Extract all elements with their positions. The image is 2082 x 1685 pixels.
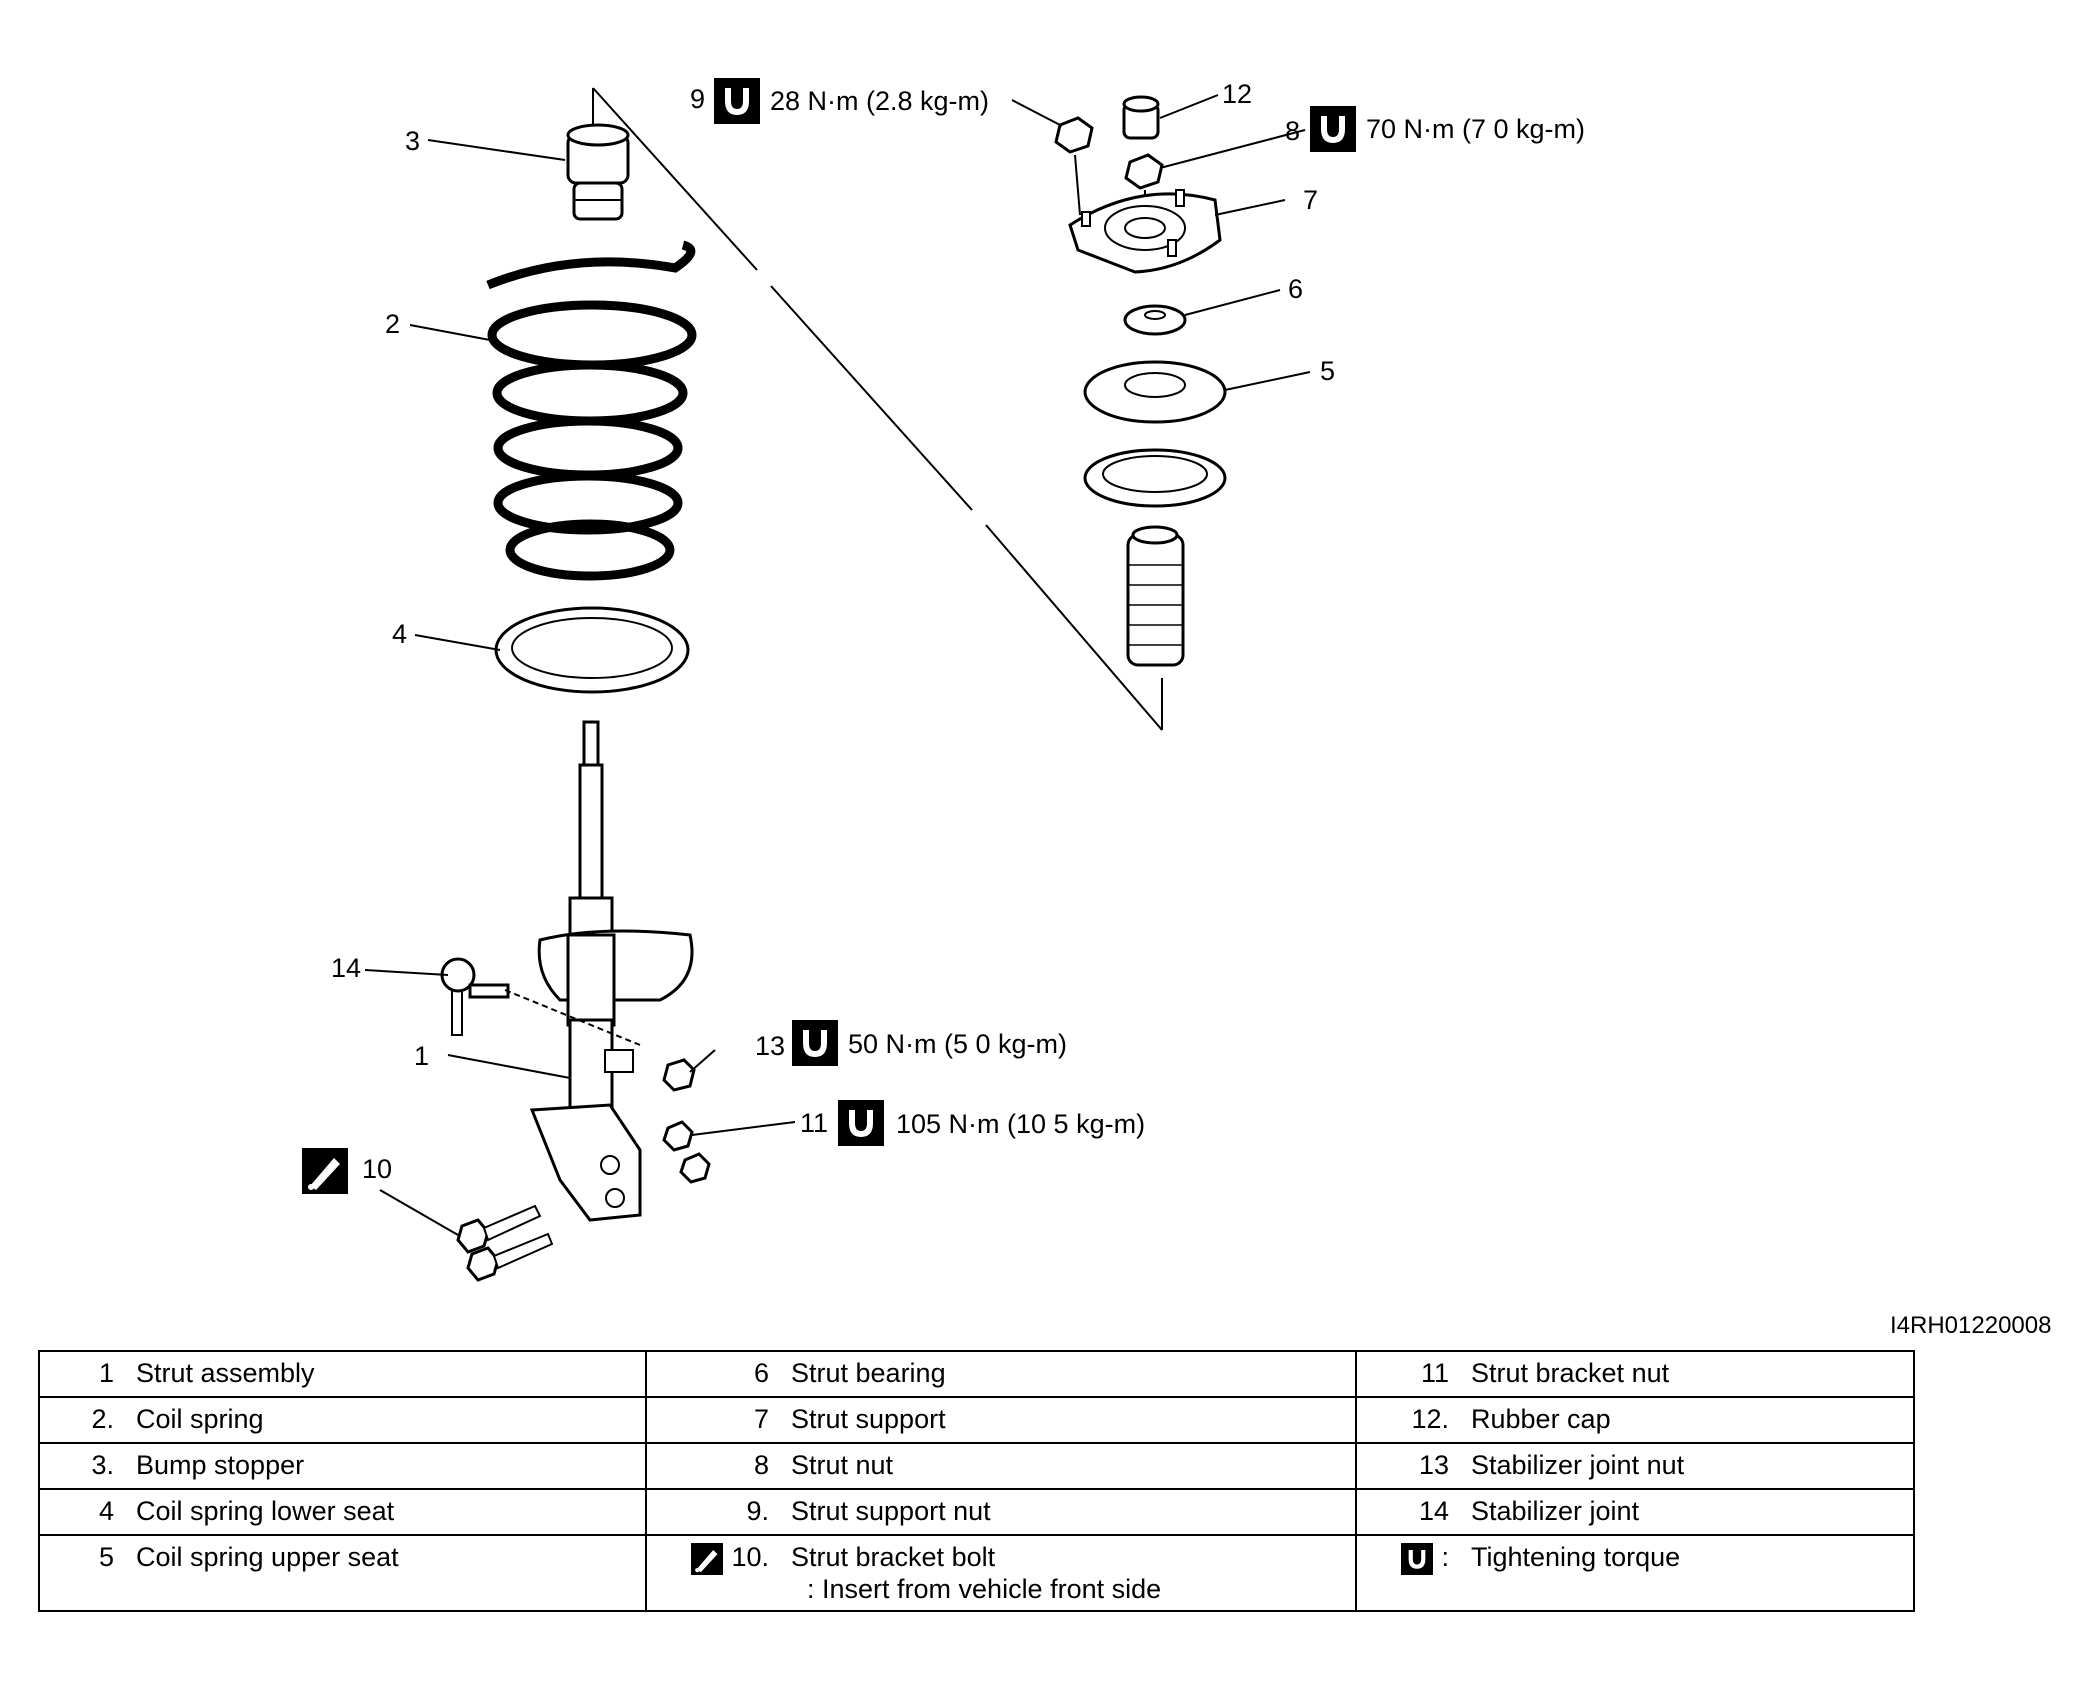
legend-num: 2. bbox=[91, 1404, 114, 1434]
legend-label: Strut support nut bbox=[791, 1496, 991, 1526]
table-row: 3. Bump stopper 8 Strut nut 13 Stabilizer j… bbox=[38, 1442, 1915, 1490]
table-row: 2. Coil spring 7 Strut support 12. Rubber c… bbox=[38, 1396, 1915, 1444]
legend-num-text: 10. bbox=[731, 1542, 769, 1572]
legend-num: 12. bbox=[1411, 1404, 1449, 1434]
table-row: 4 Coil spring lower seat 9. Strut support … bbox=[38, 1488, 1915, 1536]
legend-label: Stabilizer joint bbox=[1471, 1496, 1640, 1526]
torque-wrench-icon bbox=[1310, 106, 1356, 152]
legend-num: : bbox=[1357, 1541, 1471, 1575]
legend-num: 7 bbox=[753, 1404, 769, 1434]
leader-lines bbox=[364, 94, 1311, 1236]
legend-num: 8 bbox=[753, 1450, 769, 1480]
stabilizer-joint-part bbox=[440, 957, 641, 1046]
legend-label: Strut nut bbox=[791, 1450, 894, 1480]
legend-label: Strut assembly bbox=[136, 1358, 315, 1388]
coil-spring-upper-seat-part bbox=[1083, 360, 1227, 508]
insert-direction-icon bbox=[691, 1542, 724, 1575]
callout-3: 3 bbox=[405, 126, 420, 156]
callout-5: 5 bbox=[1320, 356, 1335, 386]
strut-bracket-bolt-part bbox=[456, 1204, 554, 1282]
callout-1: 1 bbox=[414, 1041, 429, 1071]
table-row: 1 Strut assembly 6 Strut bearing 11 Strut b… bbox=[38, 1350, 1915, 1398]
exploded-view-line bbox=[592, 87, 1163, 731]
callout-2: 2 bbox=[385, 309, 400, 339]
coil-spring-lower-seat-part bbox=[494, 606, 690, 694]
stabilizer-joint-nut-part bbox=[662, 1058, 696, 1092]
legend-label: Coil spring bbox=[136, 1404, 264, 1434]
torque-spec-8: 70 N·m (7 0 kg-m) bbox=[1366, 114, 1585, 144]
strut-bearing-part bbox=[1123, 304, 1187, 336]
legend-num: 6 bbox=[753, 1358, 769, 1388]
legend-label: Strut bracket bolt bbox=[791, 1542, 996, 1572]
legend-num: 13 bbox=[1418, 1450, 1449, 1480]
callout-14: 14 bbox=[331, 953, 361, 983]
torque-wrench-icon bbox=[792, 1020, 838, 1066]
strut-bracket-nut-part bbox=[662, 1120, 711, 1184]
legend-num: 3. bbox=[91, 1450, 114, 1480]
dust-boot-part bbox=[1126, 525, 1185, 667]
legend-note: : Insert from vehicle front side bbox=[807, 1574, 1162, 1604]
legend-label: Rubber cap bbox=[1471, 1404, 1611, 1434]
callout-8: 8 bbox=[1285, 116, 1300, 146]
insert-direction-icon bbox=[302, 1148, 348, 1194]
rubber-cap-part bbox=[1122, 95, 1160, 140]
torque-spec-11: 105 N·m (10 5 kg-m) bbox=[896, 1109, 1145, 1139]
legend-label-group: Strut bracket bolt: Insert from vehicle … bbox=[791, 1541, 1161, 1605]
legend-num: 11 bbox=[1420, 1358, 1449, 1388]
torque-spec-9: 28 N·m (2.8 kg-m) bbox=[770, 86, 989, 116]
legend-label: Coil spring lower seat bbox=[136, 1496, 395, 1526]
legend-num-text: : bbox=[1441, 1542, 1449, 1572]
legend-label: Strut support bbox=[791, 1404, 946, 1434]
callout-6: 6 bbox=[1288, 274, 1303, 304]
strut-support-part bbox=[1068, 189, 1222, 274]
callout-7: 7 bbox=[1303, 185, 1318, 215]
legend-label: Strut bracket nut bbox=[1471, 1358, 1670, 1388]
figure-id: I4RH01220008 bbox=[1890, 1312, 2052, 1339]
table-row: 5 Coil spring upper seat 10. Strut bracket… bbox=[38, 1534, 1915, 1612]
coil-spring-part bbox=[486, 240, 697, 581]
callout-12: 12 bbox=[1222, 79, 1252, 109]
legend-num: 1 bbox=[98, 1358, 114, 1388]
torque-wrench-icon bbox=[1401, 1542, 1434, 1575]
legend-num: 5 bbox=[98, 1542, 114, 1572]
callout-10: 10 bbox=[362, 1154, 392, 1184]
legend-num: 10. bbox=[647, 1541, 791, 1605]
callout-9: 9 bbox=[690, 84, 705, 114]
legend-label: Tightening torque bbox=[1471, 1542, 1681, 1572]
strut-support-nut-part bbox=[1054, 116, 1094, 216]
legend-label: Coil spring upper seat bbox=[136, 1542, 399, 1572]
callout-13: 13 bbox=[755, 1031, 785, 1061]
torque-wrench-icon bbox=[714, 78, 760, 124]
callout-11: 11 bbox=[800, 1108, 828, 1138]
legend-label: Stabilizer joint nut bbox=[1471, 1450, 1685, 1480]
strut-exploded-diagram: 3 2 4 1 14 10 13 11 9 8 12 7 6 5 28 N·m … bbox=[302, 78, 1585, 1282]
bump-stopper-part bbox=[566, 123, 630, 221]
legend-num: 4 bbox=[98, 1496, 114, 1526]
legend-label: Strut bearing bbox=[791, 1358, 946, 1388]
torque-spec-13: 50 N·m (5 0 kg-m) bbox=[848, 1029, 1067, 1059]
strut-assembly-part bbox=[529, 720, 694, 1222]
legend-num: 14 bbox=[1418, 1496, 1449, 1526]
torque-wrench-icon bbox=[838, 1100, 884, 1146]
legend-label: Bump stopper bbox=[136, 1450, 305, 1480]
callout-4: 4 bbox=[392, 619, 407, 649]
legend-num: 9. bbox=[746, 1496, 769, 1526]
